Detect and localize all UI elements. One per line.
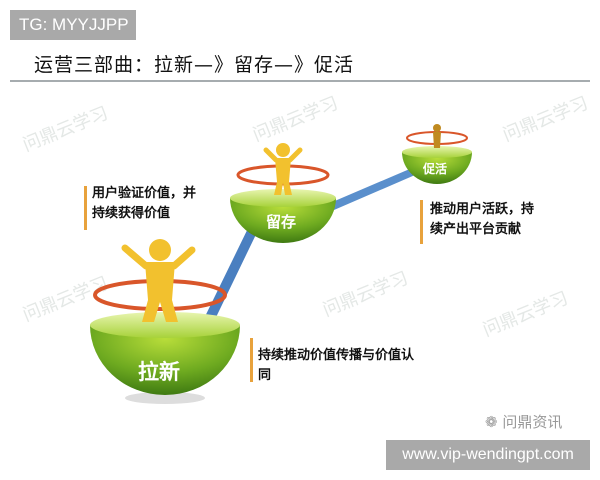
note-line: 推动用户活跃，持	[430, 202, 535, 217]
logo-text: 问鼎资讯	[502, 413, 563, 431]
note-line: 用户验证价值，并	[92, 186, 197, 201]
note-line: 续产出平台贡献	[430, 222, 522, 237]
url-label: www.vip-wendingpt.com	[386, 440, 590, 470]
note-line: 持续获得价值	[92, 206, 171, 221]
note-liucun: 用户验证价值，并 持续获得价值	[92, 184, 196, 224]
stage-label-cuhuo: 促活	[423, 162, 448, 176]
note-cuhuo: 推动用户活跃，持 续产出平台贡献	[430, 200, 534, 240]
page-title: 运营三部曲：拉新—》留存—》促活	[34, 54, 355, 76]
connector-2	[330, 168, 415, 210]
figure-icon-3	[406, 124, 468, 148]
title-divider	[10, 80, 590, 82]
stage-hemisphere-lakuan	[90, 312, 240, 404]
figure-icon-2	[236, 143, 330, 195]
stage-hemisphere-liucun	[230, 189, 336, 243]
accent-line	[420, 200, 423, 244]
connector-1	[196, 216, 262, 338]
accent-line	[84, 186, 87, 230]
note-line: 同	[258, 368, 272, 383]
note-line: 持续推动价值传播与价值认	[258, 348, 415, 363]
note-lakuan: 持续推动价值传播与价值认 同	[258, 346, 414, 386]
figure-icon-1	[93, 239, 227, 322]
logo: ❁ 问鼎资讯	[485, 413, 563, 431]
stage-hemisphere-cuhuo	[402, 146, 472, 184]
stage-label-liucun: 留存	[266, 213, 297, 231]
tag-label: TG: MYYJJPP	[10, 10, 136, 40]
accent-line	[250, 338, 253, 382]
stage-label-lakuan: 拉新	[138, 360, 180, 384]
